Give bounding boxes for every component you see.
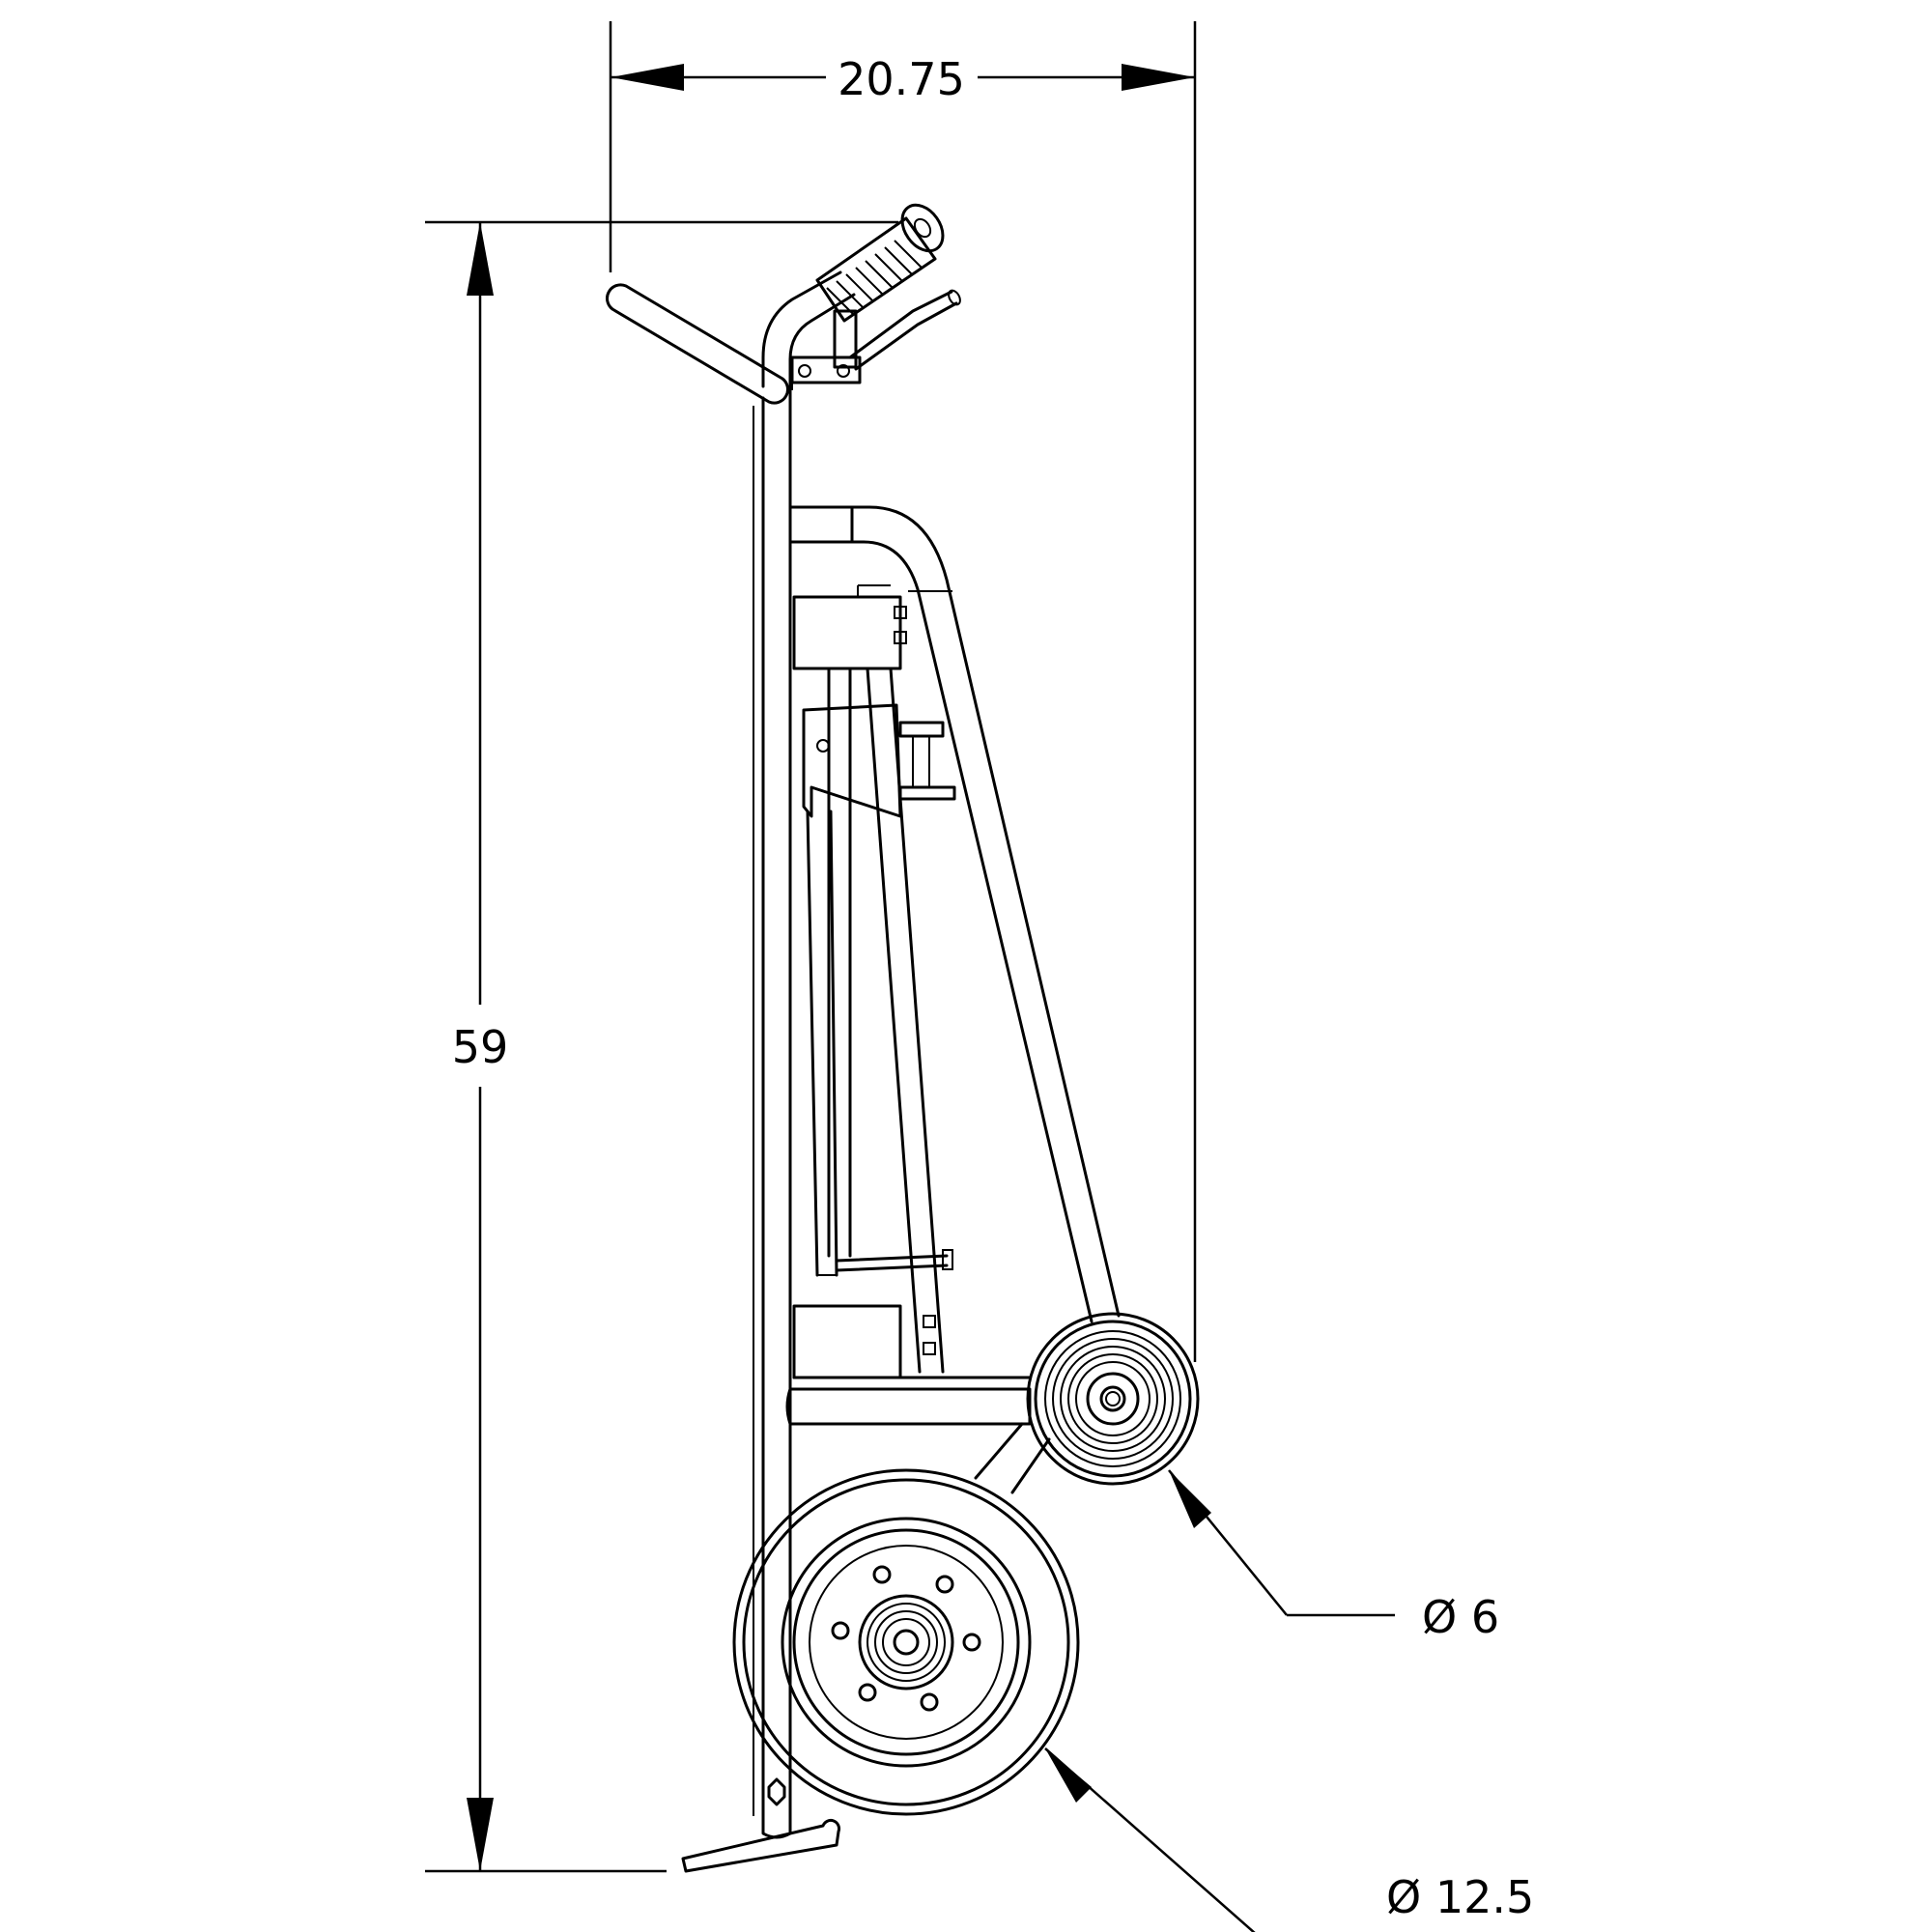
grip-end-cap (900, 203, 945, 253)
lower-rod-top (835, 1254, 949, 1263)
small-wheel-arrowhead (1169, 1470, 1211, 1528)
height-dimension-label: 59 (452, 1021, 509, 1073)
strut-leg-3 (866, 667, 922, 1374)
mount-plate-bolt (816, 739, 830, 753)
left-handle-bar (606, 283, 789, 405)
large-wheel-diameter-label: Ø 12.5 (1386, 1871, 1534, 1923)
axle-cross-member (788, 1387, 1032, 1426)
upper-cross-bar (898, 721, 945, 738)
lug-bolts (831, 1565, 981, 1712)
handle-clamp (790, 355, 862, 384)
small-wheel-hub (1086, 1372, 1140, 1426)
bolt-hex-bottom (767, 1777, 786, 1806)
rear-frame-outer (850, 505, 1121, 1318)
toe-plate (681, 1818, 841, 1873)
upper-bracket-plate (792, 595, 902, 670)
upper-frame-loop (788, 505, 1121, 1323)
strut-leg-5 (806, 810, 819, 1277)
width-dimension-label: 20.75 (838, 53, 965, 105)
large-wheel-tire (732, 1468, 1080, 1816)
height-arrow-bottom (467, 1798, 494, 1871)
handle-assembly (606, 203, 961, 405)
large-wheel (732, 1468, 1080, 1816)
lower-cross-bar (898, 785, 956, 801)
middle-assembly (792, 584, 1032, 1379)
main-frame (681, 384, 841, 1873)
large-wheel-hub (858, 1594, 954, 1690)
lower-bracket-plate (792, 1304, 902, 1379)
width-arrow-left (611, 64, 684, 91)
height-arrow-top (467, 222, 494, 296)
small-wheel-tire (1026, 1312, 1200, 1486)
width-arrow-right (1122, 64, 1195, 91)
axle-frame (785, 1387, 1051, 1494)
lower-rod-bottom (835, 1264, 949, 1272)
sloped-mount-plate (802, 703, 902, 818)
small-wheel (1026, 1312, 1200, 1486)
brake-lever-lower (854, 301, 958, 371)
top-cross-member (788, 505, 854, 544)
grip-outline (815, 216, 937, 323)
handle-bend-outer (761, 270, 842, 388)
small-wheel-callout: Ø 6 (1168, 1469, 1499, 1643)
strut-leg-6 (829, 810, 838, 1277)
height-dimension: 59 (425, 220, 898, 1873)
diagonal-brace-outer (974, 1422, 1024, 1480)
large-wheel-arrowhead (1045, 1748, 1092, 1803)
brake-lever-upper (848, 290, 953, 359)
handle-bend-inner (788, 293, 856, 390)
lever-bracket (833, 309, 858, 369)
large-wheel-rim (781, 1517, 1032, 1768)
small-wheel-diameter-label: Ø 6 (1422, 1591, 1499, 1643)
rear-frame-inner (850, 540, 1094, 1323)
width-dimension: 20.75 (609, 21, 1197, 1362)
large-wheel-callout: Ø 12.5 (1044, 1747, 1534, 1932)
